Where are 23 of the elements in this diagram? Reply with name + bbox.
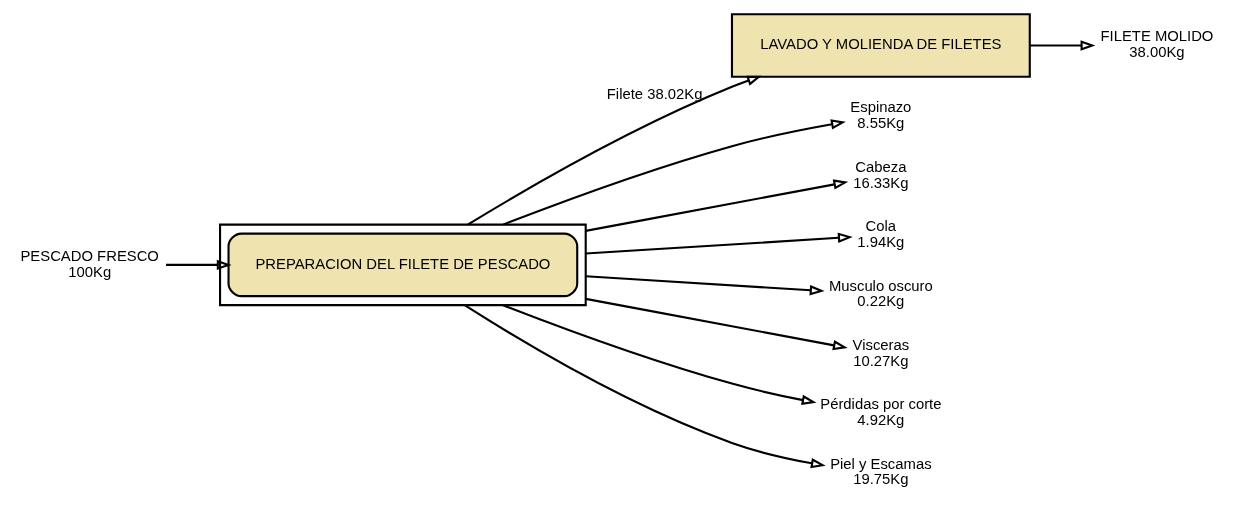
arrow (585, 232, 853, 255)
edge-label: Filete 38.02Kg (606, 85, 703, 102)
node-text: Cola 1.94Kg (857, 218, 905, 251)
node-text: Pérdidas por corte 4.92Kg (820, 396, 942, 429)
arrow (585, 179, 849, 232)
arrow (464, 304, 826, 469)
arrow (467, 75, 762, 226)
node-box: PREPARACION DEL FILETE DE PESCADO (227, 232, 579, 298)
node-text: Musculo oscuro 0.22Kg (828, 277, 933, 310)
arrow (166, 259, 232, 271)
arrow (585, 297, 848, 351)
node-text: Cabeza 16.33Kg (853, 158, 909, 191)
arrow (502, 119, 846, 226)
node-text: Espinazo 8.55Kg (850, 99, 912, 132)
node-text: FILETE MOLIDO 38.00Kg (1100, 28, 1214, 61)
arrow (502, 304, 817, 406)
arrow (1030, 40, 1096, 51)
arrow (585, 275, 825, 296)
node-box: LAVADO Y MOLIENDA DE FILETES (730, 13, 1031, 78)
cluster (219, 223, 587, 307)
node-text: PESCADO FRESCO 100Kg (20, 247, 159, 280)
node-text: Visceras 10.27Kg (852, 336, 910, 369)
node-text: Piel y Escamas 19.75Kg (830, 455, 932, 488)
